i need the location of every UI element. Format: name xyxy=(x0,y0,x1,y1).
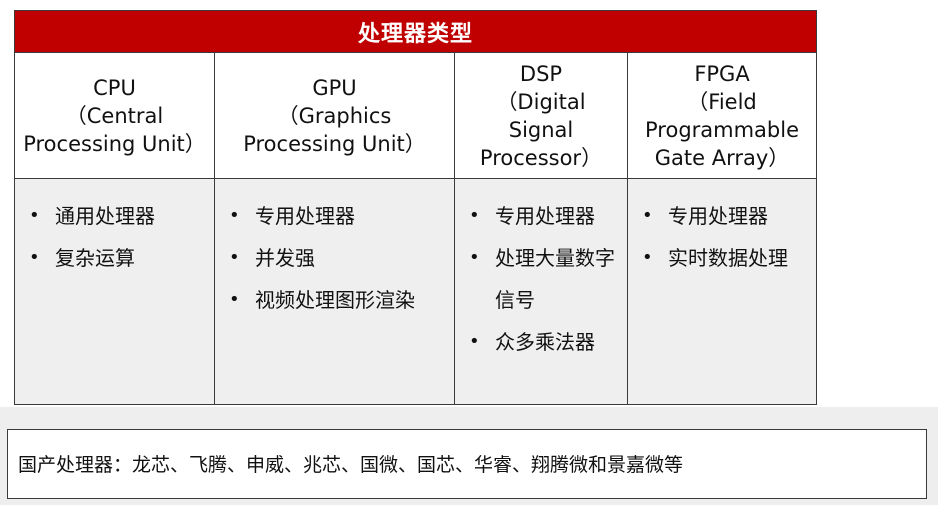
list-item: • 专用处理器 xyxy=(636,195,812,237)
table-title: 处理器类型 xyxy=(13,10,818,53)
list-item: • 通用处理器 xyxy=(23,195,210,237)
bullet-icon: • xyxy=(229,205,240,226)
gpu-features-cell: • 专用处理器 • 并发强 • 视频处理图形渲染 xyxy=(214,178,455,405)
list-item: • 视频处理图形渲染 xyxy=(223,279,450,321)
column-header-gpu: GPU （Graphics Processing Unit） xyxy=(214,52,455,179)
column-header-dsp: DSP （Digital Signal Processor） xyxy=(454,52,628,179)
feature-text: 通用处理器 xyxy=(55,204,155,228)
bullet-icon: • xyxy=(469,247,480,268)
gpu-name: GPU xyxy=(312,75,357,100)
dsp-features-cell: • 专用处理器 • 处理大量数字信号 • 众多乘法器 xyxy=(454,178,628,405)
feature-text: 并发强 xyxy=(255,246,315,270)
cpu-features-cell: • 通用处理器 • 复杂运算 xyxy=(14,178,215,405)
feature-text: 专用处理器 xyxy=(255,204,355,228)
fpga-full-name: （Field Programmable Gate Array） xyxy=(645,89,800,170)
dsp-full-name: （Digital Signal Processor） xyxy=(479,89,603,170)
bullet-icon: • xyxy=(642,247,653,268)
processor-type-table: 处理器类型 CPU （Central Processing Unit） GPU … xyxy=(13,10,818,405)
feature-text: 复杂运算 xyxy=(55,246,135,270)
fpga-feature-list: • 专用处理器 • 实时数据处理 xyxy=(628,179,816,279)
cpu-feature-list: • 通用处理器 • 复杂运算 xyxy=(15,179,214,279)
list-item: • 复杂运算 xyxy=(23,237,210,279)
bullet-icon: • xyxy=(642,205,653,226)
column-header-fpga: FPGA （Field Programmable Gate Array） xyxy=(626,52,818,179)
gpu-feature-list: • 专用处理器 • 并发强 • 视频处理图形渲染 xyxy=(215,179,454,321)
feature-text: 视频处理图形渲染 xyxy=(255,288,415,312)
bullet-icon: • xyxy=(229,247,240,268)
dsp-feature-list: • 专用处理器 • 处理大量数字信号 • 众多乘法器 xyxy=(455,179,627,363)
feature-text: 专用处理器 xyxy=(668,204,768,228)
bullet-icon: • xyxy=(469,331,480,352)
feature-text: 专用处理器 xyxy=(495,204,595,228)
fpga-features-cell: • 专用处理器 • 实时数据处理 xyxy=(626,178,818,405)
bullet-icon: • xyxy=(29,205,40,226)
cpu-name: CPU xyxy=(93,75,136,100)
list-item: • 处理大量数字信号 xyxy=(463,237,623,321)
feature-text: 实时数据处理 xyxy=(668,246,788,270)
cpu-full-name: （Central Processing Unit） xyxy=(23,103,206,156)
bullet-icon: • xyxy=(29,247,40,268)
list-item: • 专用处理器 xyxy=(223,195,450,237)
gpu-full-name: （Graphics Processing Unit） xyxy=(243,103,426,156)
list-item: • 众多乘法器 xyxy=(463,321,623,363)
fpga-name: FPGA xyxy=(694,61,750,86)
feature-text: 处理大量数字信号 xyxy=(495,246,615,312)
bullet-icon: • xyxy=(469,205,480,226)
list-item: • 专用处理器 xyxy=(463,195,623,237)
list-item: • 实时数据处理 xyxy=(636,237,812,279)
column-header-cpu: CPU （Central Processing Unit） xyxy=(14,52,215,179)
list-item: • 并发强 xyxy=(223,237,450,279)
feature-text: 众多乘法器 xyxy=(495,330,595,354)
dsp-name: DSP xyxy=(519,61,563,86)
bullet-icon: • xyxy=(229,289,240,310)
domestic-processors-note: 国产处理器：龙芯、飞腾、申威、兆芯、国微、国芯、华睿、翔腾微和景嘉微等 xyxy=(7,429,927,499)
